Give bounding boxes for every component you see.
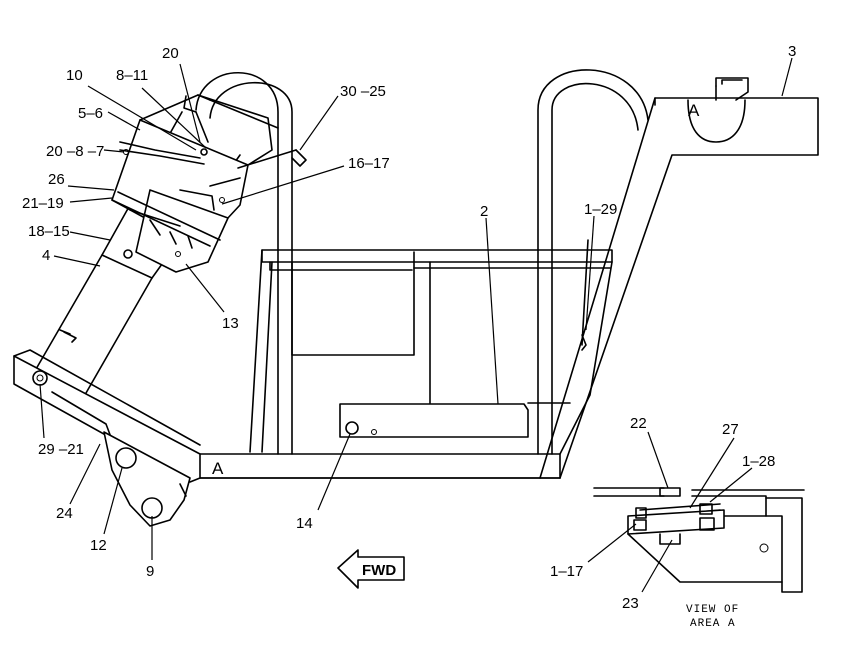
- forward-arrow: FWD: [337, 549, 405, 589]
- pivot-base: [13, 349, 201, 527]
- callout-labels: 20 10 8–11 5–6 20 –8 –7 26 21–19 18–15 4…: [22, 43, 796, 612]
- callout-29-21: 29 –21: [38, 441, 84, 458]
- section-tag-a-right: A: [688, 101, 700, 120]
- fwd-label: FWD: [362, 562, 396, 579]
- callout-23: 23: [622, 595, 639, 612]
- rod-1-29: [581, 239, 589, 351]
- section-tag-a-left: A: [212, 459, 224, 478]
- view-caption-line2: AREA A: [690, 618, 736, 630]
- callout-21-19: 21–19: [22, 195, 64, 212]
- callout-16-17: 16–17: [348, 155, 390, 172]
- seat-bracket: [339, 403, 529, 438]
- callout-13: 13: [222, 315, 239, 332]
- latch-handle: [687, 77, 749, 143]
- callout-14: 14: [296, 515, 313, 532]
- callout-1-28: 1–28: [742, 453, 775, 470]
- view-area-a: [593, 487, 805, 593]
- callout-27: 27: [722, 421, 739, 438]
- callout-9: 9: [146, 563, 154, 580]
- callout-10: 10: [66, 67, 83, 84]
- callout-26: 26: [48, 171, 65, 188]
- callout-24: 24: [56, 505, 73, 522]
- callout-20-top: 20: [162, 45, 179, 62]
- callout-20-8-7: 20 –8 –7: [46, 143, 104, 160]
- view-caption-line1: VIEW OF: [686, 604, 739, 616]
- callout-30-25: 30 –25: [340, 83, 386, 100]
- callout-1-29: 1–29: [584, 201, 617, 218]
- callout-4: 4: [42, 247, 50, 264]
- callout-1-17: 1–17: [550, 563, 583, 580]
- leader-lines: [39, 57, 793, 593]
- grab-bar-right: [537, 69, 649, 455]
- callout-8-11: 8–11: [116, 67, 148, 84]
- callout-3: 3: [788, 43, 796, 60]
- callout-5-6: 5–6: [78, 105, 103, 122]
- callout-2: 2: [480, 203, 488, 220]
- callout-12: 12: [90, 537, 107, 554]
- main-frame: [197, 97, 819, 479]
- callout-22: 22: [630, 415, 647, 432]
- tilted-column: [31, 94, 307, 403]
- grab-bar-left: [195, 71, 293, 455]
- callout-18-15: 18–15: [28, 223, 70, 240]
